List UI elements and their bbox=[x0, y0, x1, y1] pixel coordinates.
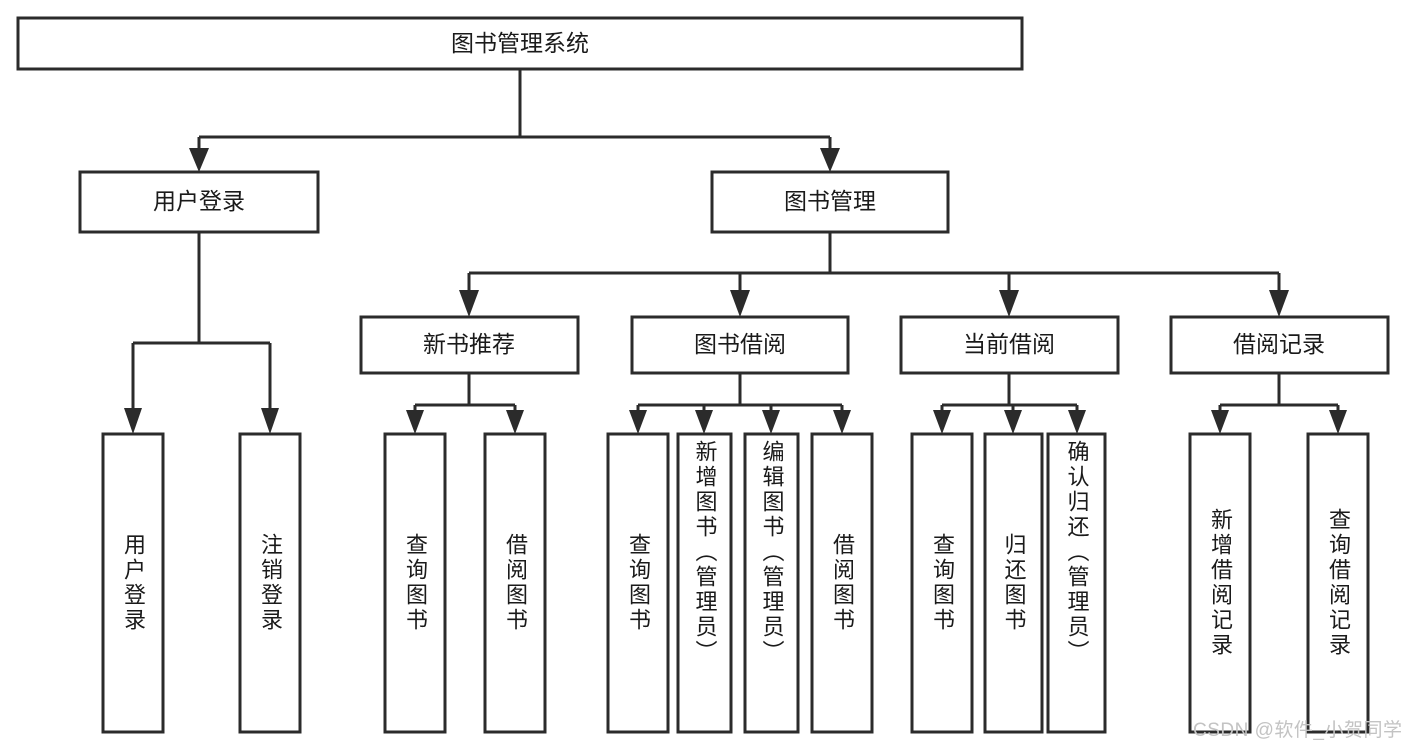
node-user-login[interactable]: 用户登录 bbox=[78, 170, 320, 234]
connector-group-book-management bbox=[459, 232, 1289, 317]
node-book-management-label: 图书管理 bbox=[784, 188, 876, 214]
node-borrow-record-box[interactable] bbox=[1169, 315, 1390, 375]
arrowhead-book-management bbox=[820, 148, 840, 172]
leaf-query-book-current-box[interactable] bbox=[910, 432, 974, 734]
node-current-borrow-box[interactable] bbox=[899, 315, 1120, 375]
arrowhead-leaf-user-login bbox=[124, 408, 142, 434]
arrowhead-user-login bbox=[189, 148, 209, 172]
arrowhead-new-book-recommend bbox=[459, 290, 479, 317]
node-current-borrow[interactable]: 当前借阅 bbox=[899, 315, 1120, 375]
arrowhead-leaf-return-book bbox=[1004, 410, 1022, 434]
connector-group-new-book-recommend bbox=[406, 373, 524, 434]
leaf-query-book-borrow-box[interactable] bbox=[606, 432, 670, 734]
node-borrow-record-label: 借阅记录 bbox=[1233, 331, 1325, 357]
leaf-query-borrow-record-box[interactable] bbox=[1306, 432, 1370, 734]
connector-group-borrow-record bbox=[1211, 373, 1347, 434]
arrowhead-borrow-record bbox=[1269, 290, 1289, 317]
csdn-watermark: CSDN @软件_小贺同学 bbox=[1193, 720, 1403, 741]
node-borrow-record[interactable]: 借阅记录 bbox=[1169, 315, 1390, 375]
node-new-book-recommend-box[interactable] bbox=[359, 315, 580, 375]
arrowhead-leaf-logout bbox=[261, 408, 279, 434]
leaf-borrow-book-box[interactable] bbox=[810, 432, 874, 734]
leaf-boxes-group bbox=[101, 432, 1370, 734]
leaf-borrow-book-recommend-box[interactable] bbox=[483, 432, 547, 734]
leaf-edit-book-box[interactable] bbox=[743, 432, 800, 734]
leaf-confirm-return-box[interactable] bbox=[1046, 432, 1107, 734]
leaf-add-book-box[interactable] bbox=[676, 432, 733, 734]
arrowhead-leaf-confirm-return bbox=[1068, 410, 1086, 434]
node-book-borrow[interactable]: 图书借阅 bbox=[630, 315, 850, 375]
arrowhead-leaf-query-book-current bbox=[933, 410, 951, 434]
connector-group-user-login bbox=[124, 232, 279, 434]
node-book-borrow-label: 图书借阅 bbox=[694, 331, 786, 357]
leaf-query-book-recommend-box[interactable] bbox=[383, 432, 447, 734]
node-book-management[interactable]: 图书管理 bbox=[710, 170, 950, 234]
node-root-box[interactable] bbox=[16, 16, 1024, 71]
arrowhead-leaf-query-borrow-record bbox=[1329, 410, 1347, 434]
node-user-login-label: 用户登录 bbox=[153, 188, 245, 214]
arrowhead-current-borrow bbox=[999, 290, 1019, 317]
arrowhead-leaf-borrow-book-recommend bbox=[506, 410, 524, 434]
arrowhead-leaf-borrow-book bbox=[833, 410, 851, 434]
arrowhead-leaf-add-book bbox=[695, 410, 713, 434]
leaf-add-borrow-record-box[interactable] bbox=[1188, 432, 1252, 734]
arrowhead-leaf-query-book-recommend bbox=[406, 410, 424, 434]
node-new-book-recommend[interactable]: 新书推荐 bbox=[359, 315, 580, 375]
arrowhead-leaf-edit-book bbox=[762, 410, 780, 434]
arrowhead-leaf-query-book-borrow bbox=[629, 410, 647, 434]
node-new-book-recommend-label: 新书推荐 bbox=[423, 331, 515, 357]
arrowhead-book-borrow bbox=[730, 290, 750, 317]
node-root-label: 图书管理系统 bbox=[451, 30, 589, 56]
node-book-management-box[interactable] bbox=[710, 170, 950, 234]
node-user-login-box[interactable] bbox=[78, 170, 320, 234]
connector-group-root bbox=[189, 69, 840, 172]
arrowhead-leaf-add-borrow-record bbox=[1211, 410, 1229, 434]
node-root[interactable]: 图书管理系统 bbox=[16, 16, 1024, 71]
leaf-return-book-box[interactable] bbox=[983, 432, 1044, 734]
leaf-user-login-box[interactable] bbox=[101, 432, 165, 734]
leaf-logout-box[interactable] bbox=[238, 432, 302, 734]
node-current-borrow-label: 当前借阅 bbox=[963, 331, 1055, 357]
connector-group-book-borrow bbox=[629, 373, 851, 434]
node-book-borrow-box[interactable] bbox=[630, 315, 850, 375]
connector-group-current-borrow bbox=[933, 373, 1086, 434]
